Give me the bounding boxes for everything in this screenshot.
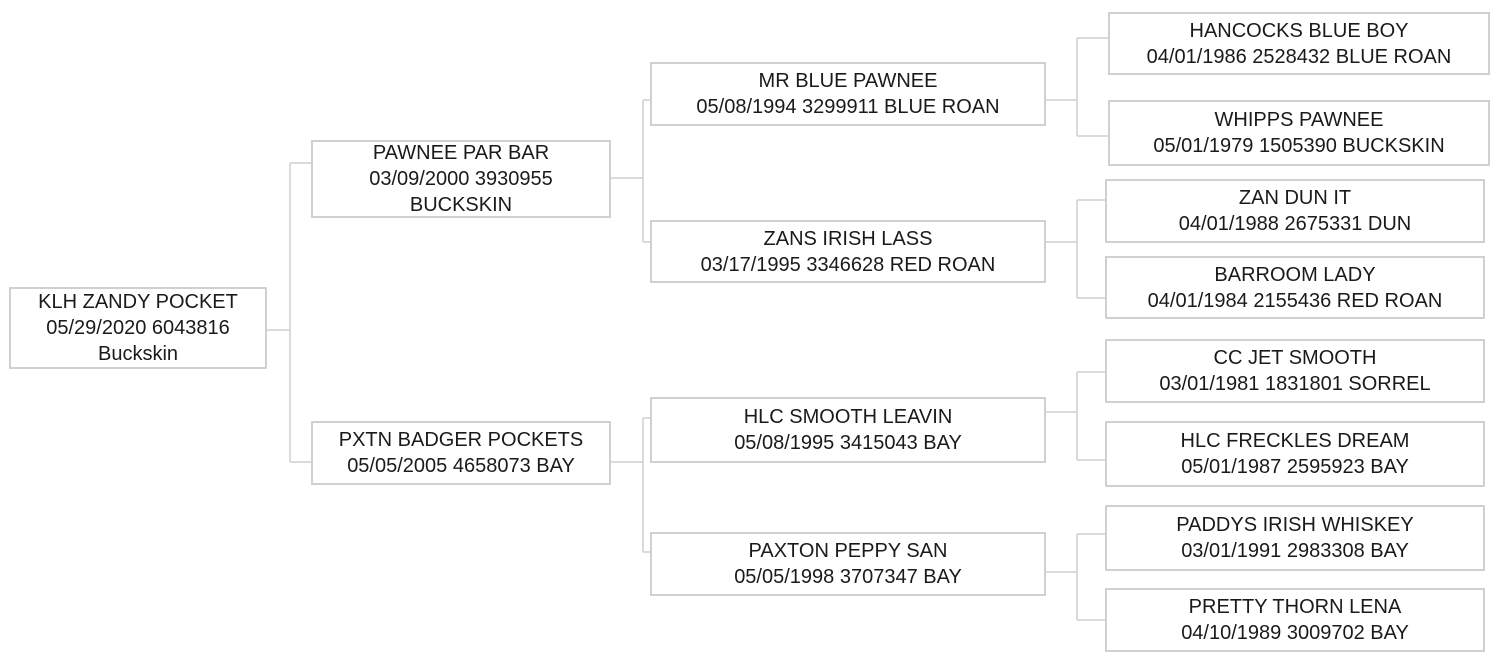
horse-details: 05/08/1994 3299911 BLUE ROAN xyxy=(696,96,1000,118)
horse-card-sire: PAWNEE PAR BAR 03/09/2000 3930955 BUCKSK… xyxy=(311,140,611,218)
horse-card-sire-dam: ZANS IRISH LASS 03/17/1995 3346628 RED R… xyxy=(650,220,1046,283)
horse-card-dam-dam: PAXTON PEPPY SAN 05/05/1998 3707347 BAY xyxy=(650,532,1046,596)
horse-card-subject: KLH ZANDY POCKET 05/29/2020 6043816 Buck… xyxy=(9,287,267,369)
horse-card-ds-sire: CC JET SMOOTH 03/01/1981 1831801 SORREL xyxy=(1105,339,1485,403)
horse-name: MR BLUE PAWNEE xyxy=(758,70,938,92)
horse-details: 04/01/1984 2155436 RED ROAN xyxy=(1147,289,1443,312)
horse-card-sd-sire: ZAN DUN IT 04/01/1988 2675331 DUN xyxy=(1105,179,1485,243)
horse-name: ZAN DUN IT xyxy=(1238,187,1352,209)
connector-sire-dam xyxy=(1046,199,1105,299)
horse-details: 04/01/1986 2528432 BLUE ROAN xyxy=(1146,45,1452,68)
horse-card-sd-dam: BARROOM LADY 04/01/1984 2155436 RED ROAN xyxy=(1105,256,1485,319)
horse-details: 04/01/1988 2675331 DUN xyxy=(1178,213,1412,235)
horse-name: PRETTY THORN LENA xyxy=(1188,596,1402,618)
horse-name: CC JET SMOOTH xyxy=(1213,347,1377,369)
horse-name: PAXTON PEPPY SAN xyxy=(748,540,948,562)
horse-details: 03/01/1991 2983308 BAY xyxy=(1181,540,1409,562)
horse-details: 05/29/2020 6043816 xyxy=(46,317,230,339)
connector-dam-sire xyxy=(1046,371,1105,461)
connector-sire xyxy=(611,99,650,243)
horse-details: 05/01/1987 2595923 BAY xyxy=(1181,456,1409,478)
horse-card-sire-sire: MR BLUE PAWNEE 05/08/1994 3299911 BLUE R… xyxy=(650,62,1046,126)
horse-name: KLH ZANDY POCKET xyxy=(38,291,238,313)
connector-sire-sire xyxy=(1046,37,1108,137)
horse-name: PXTN BADGER POCKETS xyxy=(338,429,584,451)
horse-card-dd-sire: PADDYS IRISH WHISKEY 03/01/1991 2983308 … xyxy=(1105,505,1485,571)
horse-details: 03/17/1995 3346628 RED ROAN xyxy=(700,253,996,276)
horse-details: 05/08/1995 3415043 BAY xyxy=(734,432,962,454)
horse-details: 05/05/2005 4658073 BAY xyxy=(347,455,575,477)
horse-card-ss-sire: HANCOCKS BLUE BOY 04/01/1986 2528432 BLU… xyxy=(1108,12,1490,75)
horse-card-dd-dam: PRETTY THORN LENA 04/10/1989 3009702 BAY xyxy=(1105,588,1485,652)
horse-name: PAWNEE PAR BAR xyxy=(372,142,550,164)
horse-name: HLC FRECKLES DREAM xyxy=(1180,430,1410,452)
horse-details: 05/05/1998 3707347 BAY xyxy=(734,566,962,588)
horse-color: BUCKSKIN xyxy=(409,194,513,216)
horse-card-dam: PXTN BADGER POCKETS 05/05/2005 4658073 B… xyxy=(311,421,611,485)
horse-name: HANCOCKS BLUE BOY xyxy=(1189,19,1409,42)
horse-details: 03/01/1981 1831801 SORREL xyxy=(1159,373,1431,395)
horse-card-ds-dam: HLC FRECKLES DREAM 05/01/1987 2595923 BA… xyxy=(1105,421,1485,487)
horse-name: BARROOM LADY xyxy=(1214,263,1376,286)
horse-name: HLC SMOOTH LEAVIN xyxy=(743,406,953,428)
horse-name: WHIPPS PAWNEE xyxy=(1214,109,1384,131)
horse-name: PADDYS IRISH WHISKEY xyxy=(1176,514,1414,536)
connector-subject xyxy=(267,162,311,463)
horse-details: 04/10/1989 3009702 BAY xyxy=(1181,622,1409,644)
horse-color: Buckskin xyxy=(97,343,179,365)
connector-dam xyxy=(611,417,650,553)
horse-name: ZANS IRISH LASS xyxy=(763,227,933,250)
horse-card-dam-sire: HLC SMOOTH LEAVIN 05/08/1995 3415043 BAY xyxy=(650,397,1046,463)
horse-card-ss-dam: WHIPPS PAWNEE 05/01/1979 1505390 BUCKSKI… xyxy=(1108,100,1490,166)
horse-details: 03/09/2000 3930955 xyxy=(369,168,553,190)
connector-dam-dam xyxy=(1046,533,1105,621)
horse-details: 05/01/1979 1505390 BUCKSKIN xyxy=(1153,135,1445,157)
